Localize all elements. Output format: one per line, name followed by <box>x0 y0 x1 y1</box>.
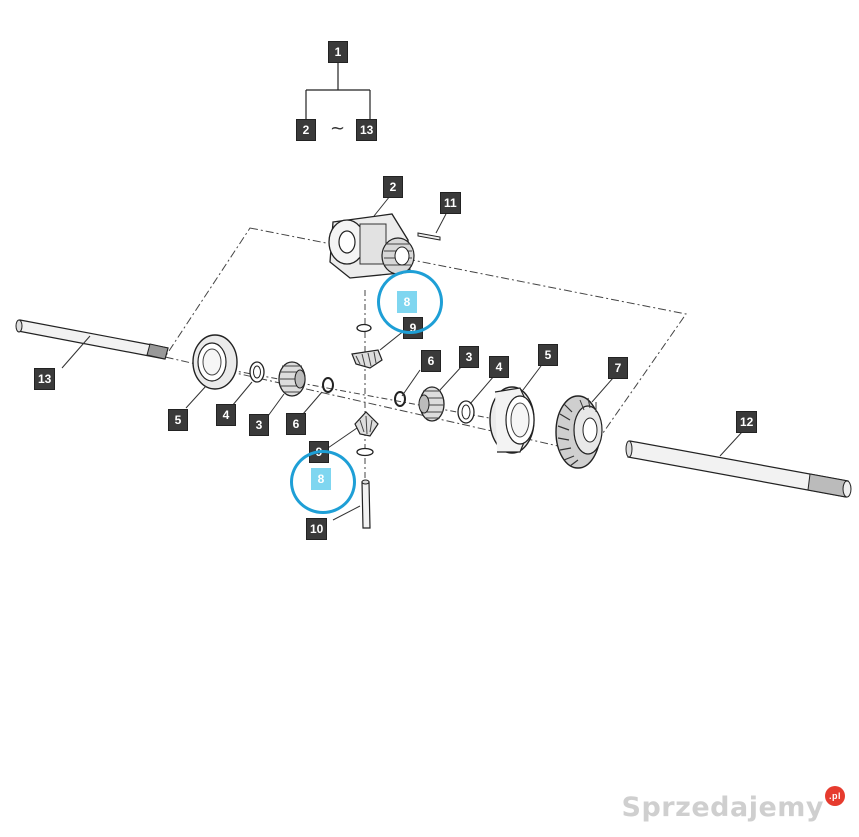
callout-left-axle: 13 <box>34 368 56 390</box>
callout-part-4-left: 4 <box>216 404 236 426</box>
upper-pinion-gear <box>351 349 383 369</box>
header-bracket <box>305 62 371 120</box>
callout-assembly: 1 <box>328 41 348 63</box>
differential-case <box>328 213 415 279</box>
watermark-logo: Sprzedajemy .pl <box>621 786 845 823</box>
callout-part-5-left: 5 <box>168 409 188 431</box>
callout-lock-pin: 11 <box>440 192 461 214</box>
lock-pin <box>417 232 441 241</box>
leader-lines <box>61 195 743 521</box>
callout-ring-gear: 7 <box>608 357 628 379</box>
callout-part-6-left: 6 <box>286 413 306 435</box>
dash-outline <box>164 227 687 454</box>
callout-part-4-right: 4 <box>489 356 509 378</box>
right-bearing <box>489 386 535 454</box>
ring-gear <box>555 395 603 469</box>
callout-differential-case: 2 <box>383 176 403 198</box>
left-side-gear <box>278 361 306 397</box>
left-bearing <box>192 334 238 390</box>
right-axle-shaft <box>625 440 852 498</box>
callout-part-6-upper: 6 <box>421 350 441 372</box>
pinion-shaft <box>361 481 371 529</box>
upper-pinion-washer <box>356 323 372 333</box>
left-axle-shaft <box>15 319 169 360</box>
right-side-gear <box>418 386 445 422</box>
lower-pinion-gear <box>354 411 379 437</box>
range-separator: ~ <box>330 118 346 139</box>
callout-right-axle: 12 <box>736 411 758 433</box>
watermark-badge: .pl <box>825 786 845 806</box>
callout-part-3-right: 3 <box>459 346 479 368</box>
lower-pinion-washer <box>356 447 374 457</box>
highlight-circle-upper <box>377 270 443 334</box>
callout-pinion-shaft: 10 <box>306 518 328 540</box>
right-snap-ring <box>394 391 406 407</box>
callout-part-3-left: 3 <box>249 414 269 436</box>
highlight-circle-lower <box>290 450 356 514</box>
callout-part-5-right: 5 <box>538 344 558 366</box>
axis-line <box>229 369 501 421</box>
callout-range-start: 2 <box>296 119 316 141</box>
callout-range-end: 13 <box>356 119 378 141</box>
watermark-text: Sprzedajemy <box>621 792 824 823</box>
left-snap-ring <box>322 377 334 393</box>
